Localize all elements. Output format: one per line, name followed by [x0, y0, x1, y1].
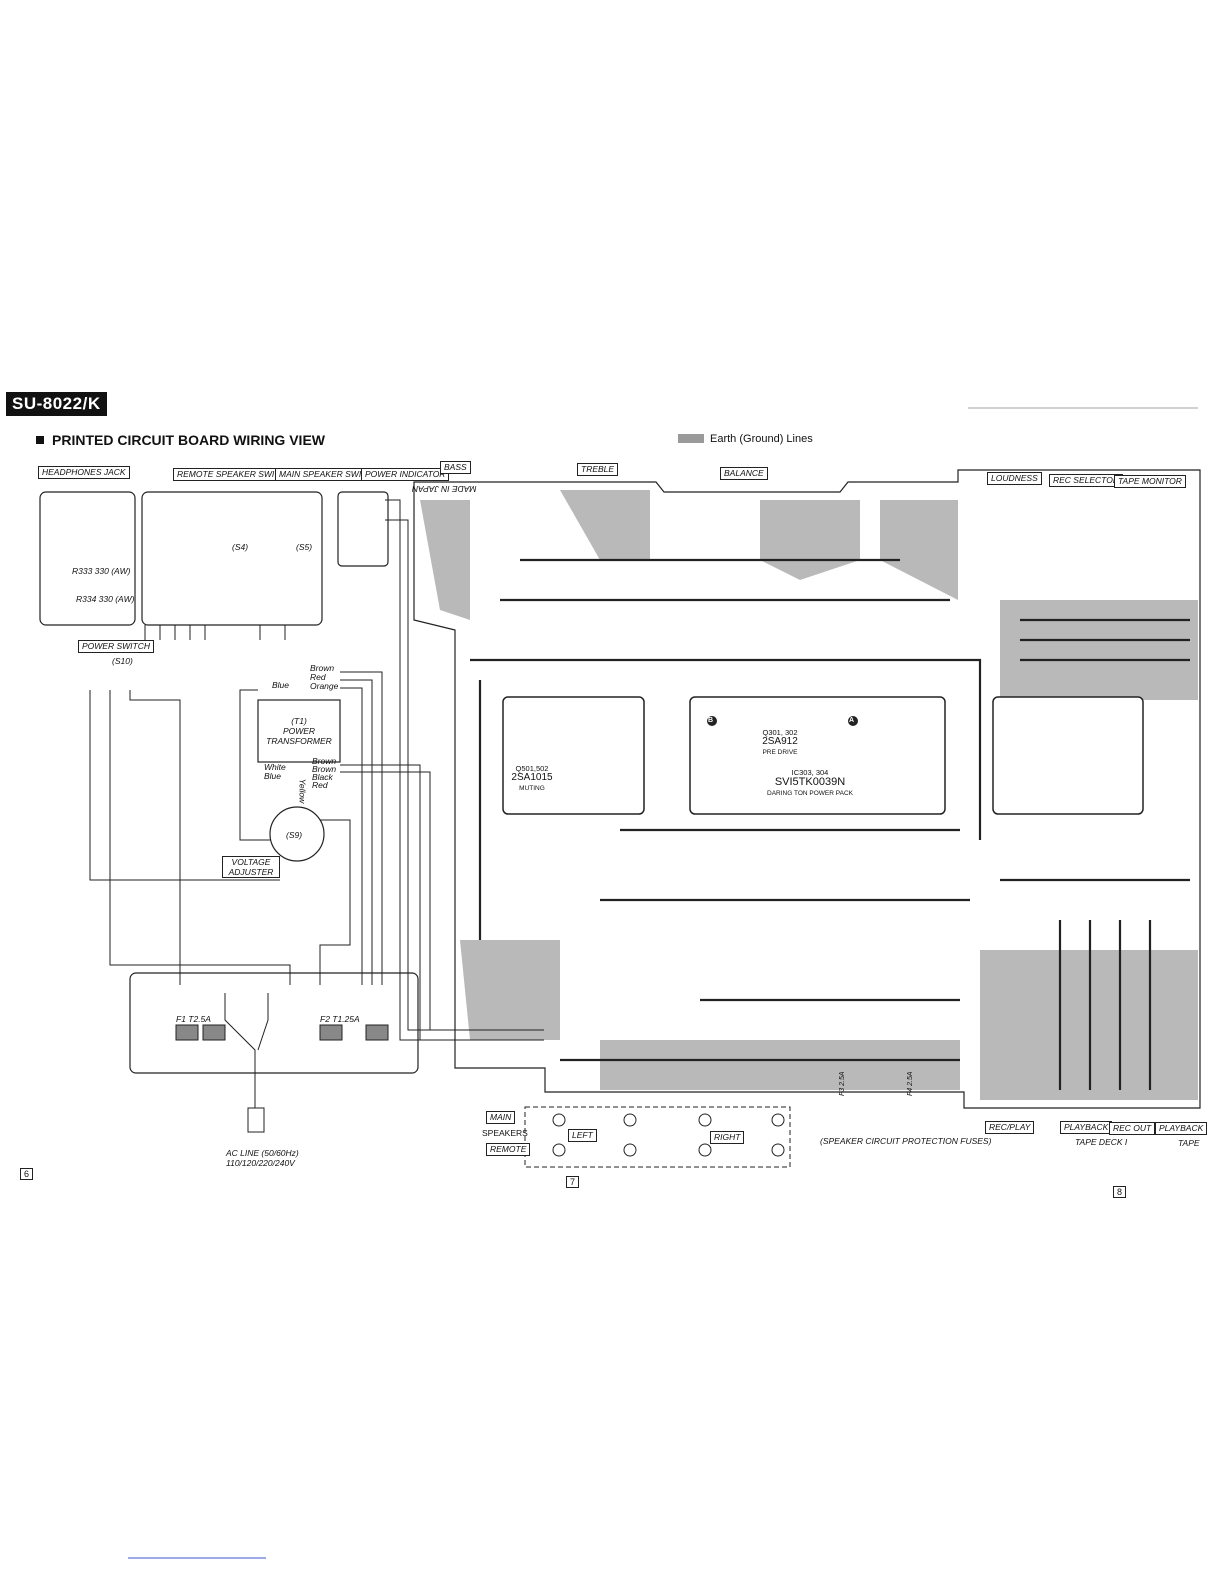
marker-a: A: [849, 717, 855, 724]
loudness-label: LOUDNESS: [987, 472, 1042, 485]
tape-deck-1-label: TAPE DECK I: [1075, 1137, 1128, 1147]
s4-label: (S4): [232, 542, 249, 552]
tape-monitor-label: TAPE MONITOR: [1114, 475, 1186, 488]
wire-blue-1: Blue: [272, 680, 290, 690]
rec-out-label: REC OUT: [1109, 1122, 1156, 1135]
page-title: PRINTED CIRCUIT BOARD WIRING VIEW: [36, 432, 325, 448]
wire-orange: Orange: [310, 681, 339, 691]
wire-red-2: Red: [312, 780, 328, 790]
wire-blue-2: Blue: [264, 771, 282, 781]
q-predrive-1: Q301, 302: [762, 728, 798, 737]
playback-label-2: PLAYBACK: [1155, 1122, 1208, 1135]
fuse-4-label: F4 2.5A: [907, 1071, 914, 1096]
power-switch-ref: (S10): [112, 656, 133, 666]
ground-swatch-icon: [678, 434, 704, 443]
page-title-text: PRINTED CIRCUIT BOARD WIRING VIEW: [52, 432, 325, 448]
treble-label: TREBLE: [577, 463, 619, 476]
remote-speakers-label: REMOTE: [486, 1143, 531, 1156]
q-mute-3: MUTING: [519, 785, 545, 792]
bullet-icon: [36, 436, 44, 444]
headphones-jack-label: HEADPHONES JACK: [38, 466, 130, 479]
rec-selector-label: REC SELECTOR: [1049, 474, 1123, 487]
wire-white: White: [264, 762, 286, 772]
page-number-8: 8: [1113, 1186, 1127, 1198]
wire-brown-3: Brown: [312, 764, 337, 774]
ground-legend-text: Earth (Ground) Lines: [710, 433, 813, 445]
power-switch-label: POWER SWITCH: [78, 640, 154, 653]
wire-yellow: Yellow: [297, 778, 308, 804]
marker-b: B: [708, 717, 714, 724]
playback-label-1: PLAYBACK: [1060, 1121, 1113, 1134]
rec-play-label: REC/PLAY: [985, 1121, 1035, 1134]
ic-power-1: IC303, 304: [791, 768, 829, 777]
left-label: LEFT: [568, 1129, 597, 1142]
wire-red-1: Red: [310, 672, 326, 682]
ic-power-2: SVI5TK0039N: [774, 776, 846, 788]
voltage-adjuster-label: VOLTAGE ADJUSTER: [222, 856, 280, 878]
balance-label: BALANCE: [720, 467, 768, 480]
q-predrive-3: PRE DRIVE: [762, 749, 798, 756]
ic-power-3: DARING TON POWER PACK: [767, 790, 853, 797]
q-predrive-2: 2SA912: [762, 736, 798, 747]
speaker-protection-label: (SPEAKER CIRCUIT PROTECTION FUSES): [820, 1136, 992, 1146]
ground-legend: Earth (Ground) Lines: [678, 433, 813, 445]
transformer-ref: (T1): [291, 716, 307, 726]
speakers-label: SPEAKERS: [482, 1128, 528, 1138]
q-mute-2: 2SA1015: [511, 772, 553, 783]
wire-black: Black: [312, 772, 333, 782]
r334-label: R334 330 (AW): [76, 594, 135, 604]
q-mute-1: Q501,502: [515, 764, 549, 773]
transformer-line1: POWER: [282, 726, 316, 736]
right-label: RIGHT: [710, 1131, 745, 1144]
fuse-3-label: F3 2.5A: [839, 1071, 846, 1096]
fuse-1-label: F1 T2.5A: [176, 1014, 211, 1024]
power-indicator-label: POWER INDICATOR: [361, 468, 450, 481]
r333-label: R333 330 (AW): [72, 566, 131, 576]
s5-label: (S5): [296, 542, 313, 552]
ac-line-2: 110/120/220/240V: [226, 1158, 295, 1168]
bass-label: BASS: [440, 461, 471, 474]
main-speakers-label: MAIN: [486, 1111, 516, 1124]
page-number-6: 6: [20, 1168, 34, 1180]
made-in-japan-text: MADE IN JAPAN: [412, 484, 477, 494]
voltage-adjuster-ref: (S9): [286, 830, 303, 840]
ac-line-1: AC LINE (50/60Hz): [226, 1148, 299, 1158]
fuse-2-label: F2 T1.25A: [320, 1014, 360, 1024]
page-number-7: 7: [566, 1176, 580, 1188]
transformer-line2: TRANSFORMER: [266, 736, 332, 746]
tape-deck-2-label: TAPE: [1178, 1138, 1200, 1148]
wire-brown-2: Brown: [312, 756, 337, 766]
model-badge: SU-8022/K: [6, 392, 107, 416]
wire-brown-1: Brown: [310, 663, 335, 673]
